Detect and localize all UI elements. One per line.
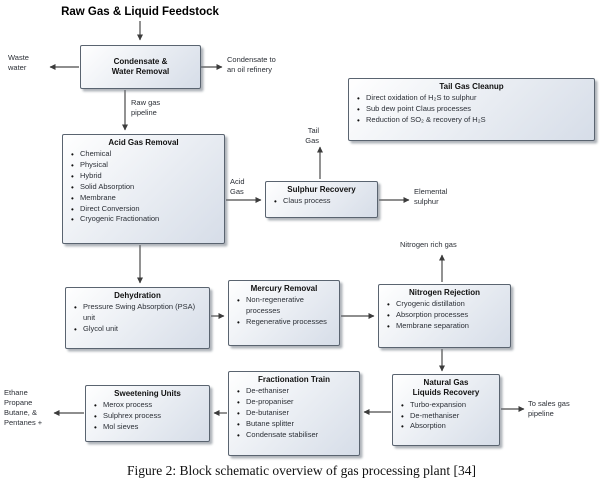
box-items: Turbo-expansionDe-methaniserAbsorption (397, 400, 495, 433)
bullet-item: Glycol unit (74, 324, 205, 335)
acid-gas-label: Acid Gas (230, 177, 245, 196)
box-items: De-ethaniserDe-propaniserDe-butaniserBut… (233, 386, 355, 441)
bullet-item: Sub dew point Claus processes (357, 104, 590, 115)
box-title: Natural Gas Liquids Recovery (412, 378, 480, 398)
condensate-to-refinery-label: Condensate to an oil refinery (227, 55, 276, 74)
feedstock-label: Raw Gas & Liquid Feedstock (61, 6, 219, 18)
natural-gas-liquids-recovery-box: Natural Gas Liquids Recovery Turbo-expan… (392, 374, 500, 446)
condensate-water-removal-box: Condensate & Water Removal (80, 45, 201, 89)
box-items: Cryogenic distillationAbsorption process… (383, 299, 506, 332)
bullet-item: De-butaniser (237, 408, 355, 419)
dehydration-box: Dehydration Pressure Swing Absorption (P… (65, 287, 210, 349)
bullet-item: Merox process (94, 400, 205, 411)
bullet-item: Direct Conversion (71, 204, 220, 215)
nitrogen-rejection-box: Nitrogen Rejection Cryogenic distillatio… (378, 284, 511, 348)
bullet-item: Butane splitter (237, 419, 355, 430)
box-items: Pressure Swing Absorption (PSA) unitGlyc… (70, 302, 205, 335)
bullet-item: De-propaniser (237, 397, 355, 408)
bullet-item: Mol sieves (94, 422, 205, 433)
bullet-item: Reduction of SO₂ & recovery of H₂S (357, 115, 590, 126)
box-items: Direct oxidation of H₂S to sulphurSub de… (353, 93, 590, 126)
fractionation-train-box: Fractionation Train De-ethaniserDe-propa… (228, 371, 360, 456)
sulphur-recovery-box: Sulphur Recovery Claus process (265, 181, 378, 218)
waste-water-label: Waste water (8, 53, 29, 72)
bullet-item: Membrane separation (387, 321, 506, 332)
bullet-item: Direct oxidation of H₂S to sulphur (357, 93, 590, 104)
box-title: Dehydration (114, 291, 161, 300)
box-title: Mercury Removal (250, 284, 318, 293)
bullet-item: Cryogenic distillation (387, 299, 506, 310)
bullet-item: Condensate stabiliser (237, 430, 355, 441)
bullet-item: Sulphrex process (94, 411, 205, 422)
box-items: Non-regenerative processesRegenerative p… (233, 295, 335, 328)
bullet-item: Solid Absorption (71, 182, 220, 193)
nitrogen-rich-gas-label: Nitrogen rich gas (400, 240, 457, 249)
acid-gas-removal-box: Acid Gas Removal ChemicalPhysicalHybridS… (62, 134, 225, 244)
tail-gas-cleanup-box: Tail Gas Cleanup Direct oxidation of H₂S… (348, 78, 595, 141)
bullet-item: Claus process (274, 196, 373, 207)
bullet-item: Non-regenerative processes (237, 295, 335, 316)
box-title: Fractionation Train (257, 375, 330, 384)
bullet-item: Pressure Swing Absorption (PSA) unit (74, 302, 205, 323)
box-items: Merox processSulphrex processMol sieves (90, 400, 205, 433)
box-title: Sulphur Recovery (287, 185, 356, 194)
bullet-item: De-ethaniser (237, 386, 355, 397)
bullet-item: De-methaniser (401, 411, 495, 422)
bullet-item: Chemical (71, 149, 220, 160)
sweetening-units-box: Sweetening Units Merox processSulphrex p… (85, 385, 210, 442)
figure-caption: Figure 2: Block schematic overview of ga… (126, 463, 477, 478)
bullet-item: Turbo-expansion (401, 400, 495, 411)
bullet-item: Physical (71, 160, 220, 171)
tail-gas-label: Tail Gas (305, 126, 319, 145)
box-items: ChemicalPhysicalHybridSolid AbsorptionMe… (67, 149, 220, 225)
ngl-products-label: Ethane Propane Butane, & Pentanes + (4, 388, 43, 427)
box-title: Acid Gas Removal (108, 138, 179, 147)
box-title: Sweetening Units (114, 389, 181, 398)
bullet-item: Membrane (71, 193, 220, 204)
box-title: Tail Gas Cleanup (439, 82, 504, 91)
bullet-item: Hybrid (71, 171, 220, 182)
box-title: Condensate & Water Removal (111, 56, 170, 76)
to-sales-gas-pipeline-label: To sales gas pipeline (528, 399, 570, 418)
raw-gas-pipeline-label: Raw gas pipeline (131, 98, 161, 117)
bullet-item: Regenerative processes (237, 317, 335, 328)
mercury-removal-box: Mercury Removal Non-regenerative process… (228, 280, 340, 346)
box-title: Nitrogen Rejection (408, 288, 481, 297)
bullet-item: Absorption (401, 421, 495, 432)
bullet-item: Cryogenic Fractionation (71, 214, 220, 225)
box-items: Claus process (270, 196, 373, 207)
elemental-sulphur-label: Elemental sulphur (414, 187, 448, 206)
bullet-item: Absorption processes (387, 310, 506, 321)
